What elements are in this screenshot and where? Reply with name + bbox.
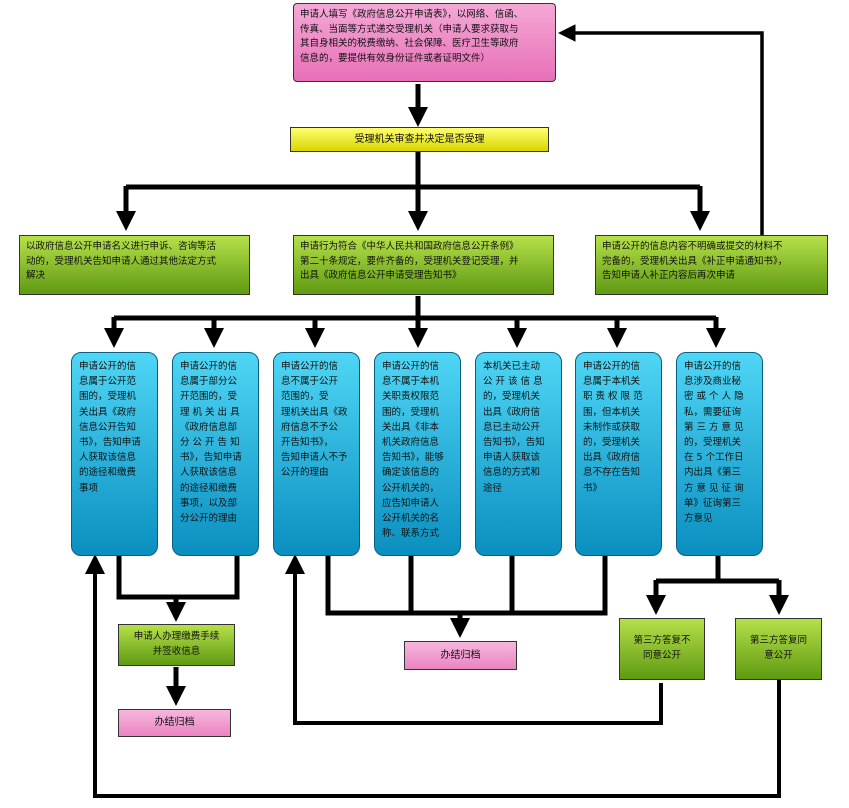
line-group-archive — [325, 556, 608, 616]
arrow-resubmit-loop — [558, 24, 764, 235]
outcome-not-our-authority-box: 申请公开的信 息不属于本机 关职责权限范 围的，受理机 关出具《非本 机关政府信… — [374, 352, 461, 556]
third-party-agree-box: 第三方答复同 意公开 — [735, 618, 822, 680]
fee-payment-box: 申请人办理缴费手续 并签收信息 — [118, 624, 235, 666]
outcome-not-public-box: 申请公开的信 息不属于公开 范围的，受 理机关出具《政 府信息不予公 开告知书》… — [273, 352, 360, 556]
outcome-public-box: 申请公开的信 息属于公开范 围的，受理机 关出具《政府 信息公开告知 书》，告知… — [71, 352, 158, 556]
outcome-partial-public-box: 申请公开的信 息属于部分公 开范围的，受 理 机 关 出 具 《政府信息部 分 … — [172, 352, 259, 556]
branch-incomplete-box: 申请公开的信息内容不明确或提交的材料不 完备的，受理机关出具《补正申请通知书》，… — [595, 235, 828, 295]
review-decision-box: 受理机关审查并决定是否受理 — [290, 127, 549, 152]
branch-accept-box: 申请行为符合《中华人民共和国政府信息公开条例》 第二十条规定，要件齐备的，受理机… — [293, 235, 554, 295]
outcome-not-exist-box: 申请公开的信 息属于本机关 职 责 权 限 范 围，但本机关 未制作或获取 的，… — [575, 352, 662, 556]
archive-left-box: 办结归档 — [118, 709, 231, 737]
outcome-third-party-box: 申请公开的信 息涉及商业秘 密 或 个 人 隐 私，需要征询 第 三 方 意 见… — [676, 352, 763, 556]
arrow-agree-loop — [85, 554, 781, 798]
archive-middle-box: 办结归档 — [404, 641, 517, 670]
branch-other-channels-box: 以政府信息公开申请名义进行申诉、咨询等活 动的，受理机关告知申请人通过其他法定方… — [19, 235, 250, 295]
outcome-already-public-box: 本机关已主动 公 开 该 信 息 的，受理机关 出具《政府信 息已主动公开 告知… — [475, 352, 562, 556]
arrow-disagree-loop — [285, 554, 663, 725]
third-party-disagree-box: 第三方答复不 同意公开 — [619, 618, 705, 680]
line-outcome1-fee — [116, 556, 240, 600]
application-submission-box: 申请人填写《政府信息公开申请表》，以网络、信函、 传真、当面等方式递交受理机关（… — [293, 3, 556, 82]
